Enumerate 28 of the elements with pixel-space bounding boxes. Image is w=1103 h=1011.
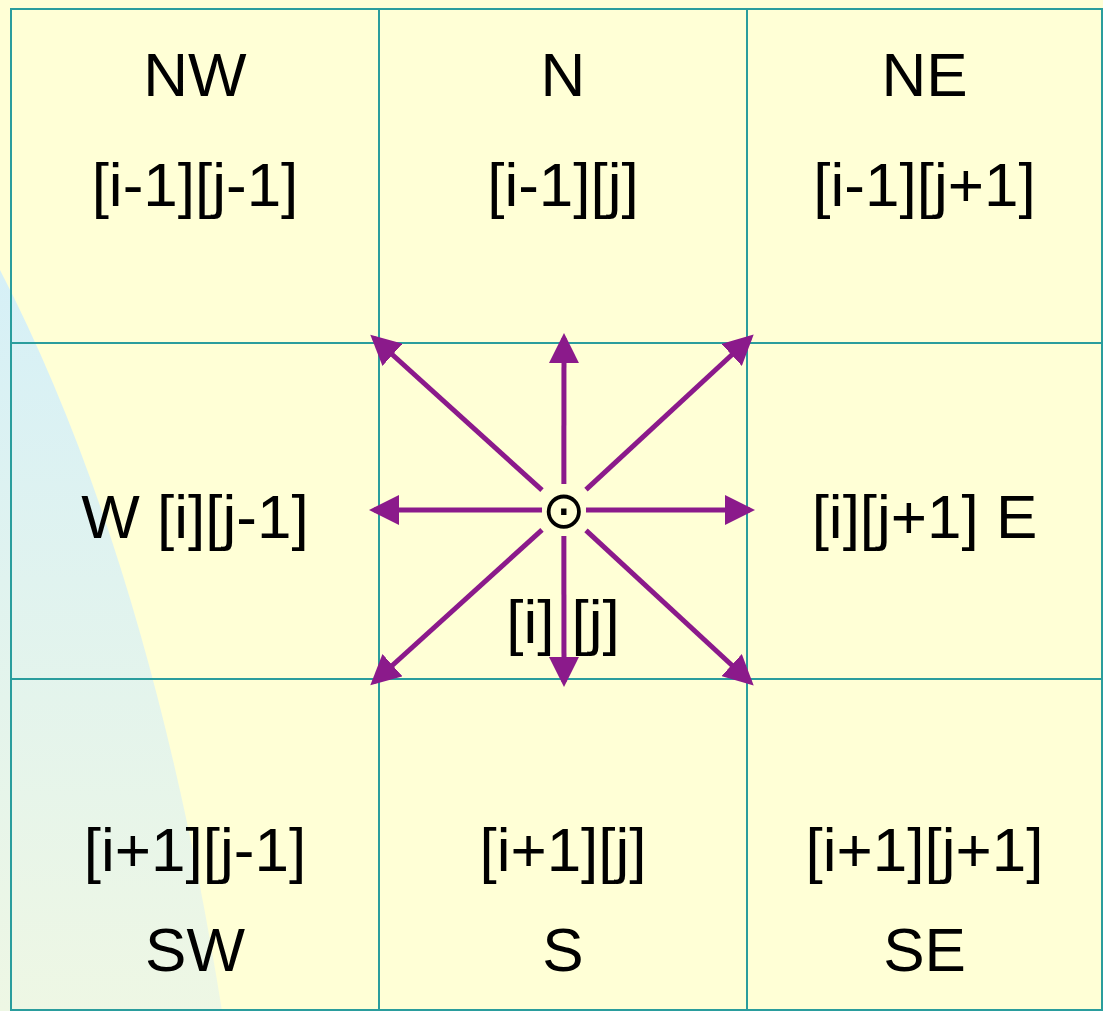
cell-label: W [i][j-1] (80, 482, 310, 552)
arrow (548, 536, 579, 687)
direction-label: SW (144, 915, 246, 985)
index-label: [i-1][j-1] (90, 150, 300, 220)
direction-label: SE (882, 915, 967, 985)
direction-label: N (539, 40, 587, 110)
grid-cell (10, 678, 380, 1011)
arrow (370, 528, 544, 686)
direction-label: NW (142, 40, 248, 110)
arrow (370, 334, 544, 492)
arrow (586, 495, 755, 525)
index-label: [i-1][j] (486, 150, 640, 220)
arrow (584, 528, 754, 686)
grid-cell (746, 8, 1103, 344)
arrow (548, 333, 579, 484)
arrow (369, 495, 542, 525)
direction-label: S (541, 915, 585, 985)
index-label: [i-1][j+1] (812, 150, 1037, 220)
index-label: [i+1][j+1] (804, 815, 1045, 885)
index-label: [i] [j] (505, 587, 621, 657)
grid-cell (746, 678, 1103, 1011)
direction-label: NE (880, 40, 969, 110)
index-label: [i+1][j-1] (82, 815, 308, 885)
arrow (584, 334, 754, 492)
grid-cell (10, 8, 380, 344)
center-symbol: ⊙ (542, 484, 586, 536)
index-label: [i+1][j] (478, 815, 648, 885)
cell-label: [i][j+1] E (810, 482, 1039, 552)
